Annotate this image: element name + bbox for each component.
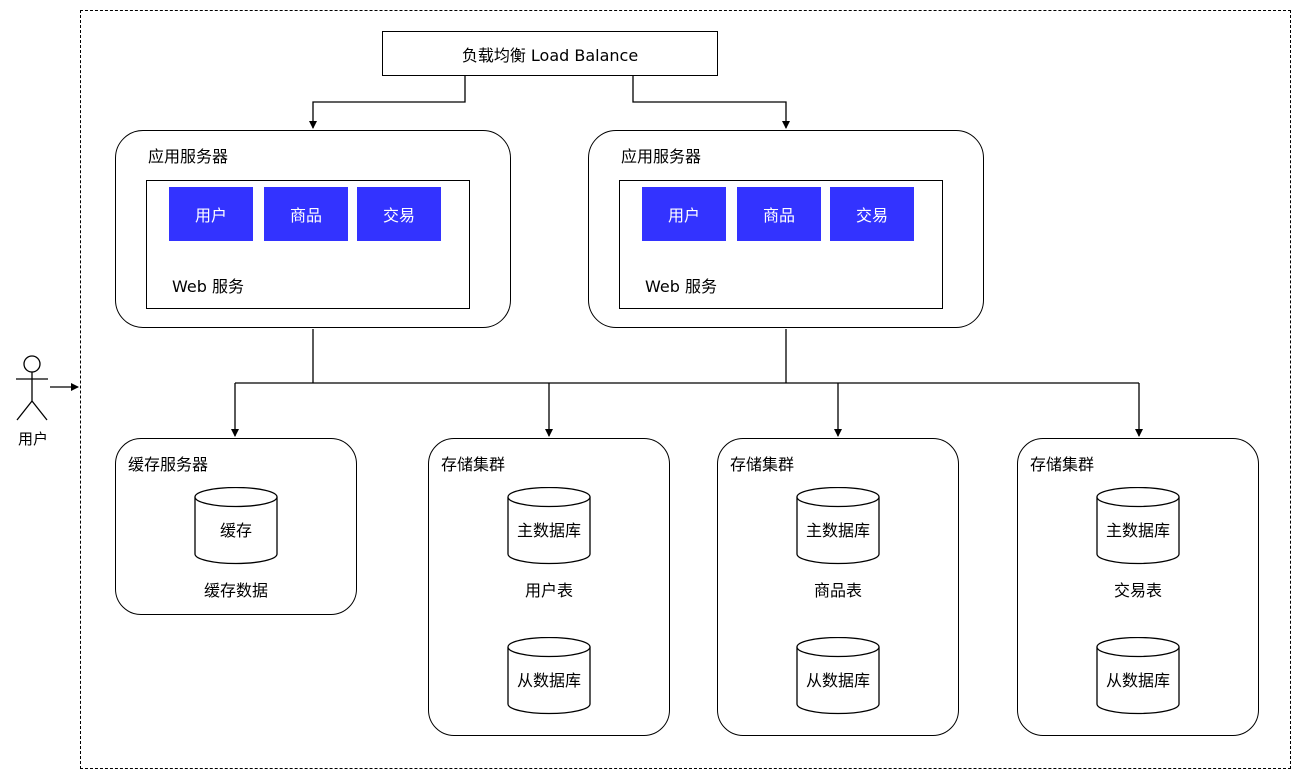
system-boundary: [80, 10, 1291, 769]
cache-data-caption: 缓存数据: [203, 581, 268, 600]
web-service-label: Web 服务: [172, 277, 244, 296]
user-actor-label: 用户: [17, 430, 48, 448]
module-product: 商品: [737, 187, 821, 241]
web-service-label: Web 服务: [645, 277, 717, 296]
master-db-label: 主数据库: [1105, 521, 1170, 540]
slave-database-icon: 从数据库: [796, 637, 880, 715]
cache-database-icon: 缓存: [194, 487, 278, 565]
load-balancer-box: 负载均衡 Load Balance: [382, 31, 718, 76]
slave-database-icon: 从数据库: [1096, 637, 1180, 715]
master-database-icon: 主数据库: [507, 487, 591, 565]
master-db-label: 主数据库: [805, 521, 870, 540]
master-database-icon: 主数据库: [796, 487, 880, 565]
cache-server: 缓存服务器 缓存 缓存数据: [115, 438, 357, 615]
slave-db-label: 从数据库: [1105, 671, 1170, 690]
lb-to-app2-arrow: [632, 76, 790, 129]
user-actor-icon: [16, 355, 48, 421]
table-caption: 商品表: [813, 581, 862, 600]
web-service-box: 用户 商品 交易 Web 服务: [146, 180, 470, 309]
module-user: 用户: [642, 187, 726, 241]
app-server-1: 应用服务器 用户 商品 交易 Web 服务: [115, 130, 511, 328]
slave-db-label: 从数据库: [516, 671, 581, 690]
web-service-box: 用户 商品 交易 Web 服务: [619, 180, 943, 309]
slave-db-label: 从数据库: [805, 671, 870, 690]
module-trade: 交易: [830, 187, 914, 241]
lb-to-app1-arrow: [309, 76, 466, 129]
app-server-title: 应用服务器: [621, 147, 702, 166]
slave-database-icon: 从数据库: [507, 637, 591, 715]
module-trade: 交易: [357, 187, 441, 241]
storage-cluster-title: 存储集群: [730, 455, 795, 474]
master-database-icon: 主数据库: [1096, 487, 1180, 565]
app-server-title: 应用服务器: [148, 147, 229, 166]
cache-db-label: 缓存: [219, 521, 252, 540]
table-caption: 用户表: [524, 581, 573, 600]
storage-cluster-title: 存储集群: [441, 455, 506, 474]
module-product: 商品: [264, 187, 348, 241]
storage-cluster-title: 存储集群: [1030, 455, 1095, 474]
storage-cluster-2: 存储集群 主数据库 商品表 从数据库: [717, 438, 959, 736]
master-db-label: 主数据库: [516, 521, 581, 540]
table-caption: 交易表: [1113, 581, 1162, 600]
cache-server-title: 缓存服务器: [128, 455, 209, 474]
storage-cluster-1: 存储集群 主数据库 用户表 从数据库: [428, 438, 670, 736]
app-server-2: 应用服务器 用户 商品 交易 Web 服务: [588, 130, 984, 328]
storage-cluster-3: 存储集群 主数据库 交易表 从数据库: [1017, 438, 1259, 736]
module-user: 用户: [169, 187, 253, 241]
